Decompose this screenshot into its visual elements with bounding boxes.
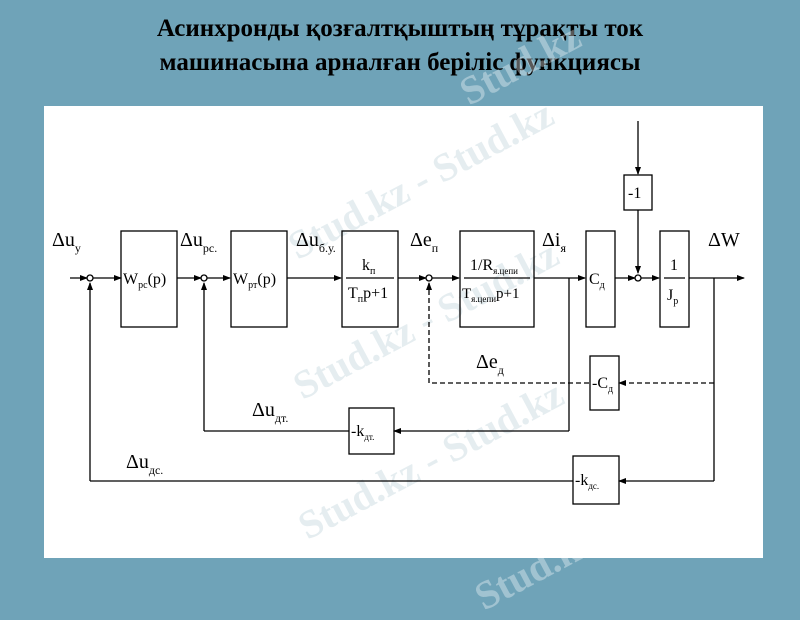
block-converter-den: Tпp+1 [348,285,388,305]
block-neg-kdt [348,407,395,455]
block-neg-kdc [572,455,620,505]
sum-junction-4 [634,274,642,282]
block-wpt-label: Wрт(p) [233,271,276,291]
block-diagram: Δuу Δuрс. Δuб.у. Δeп Δiя ΔW Δeд Δuдт. Δu… [52,121,745,505]
label-di-y: Δiя [542,229,566,255]
block-cd [585,230,616,328]
slide-title: Асинхронды қозғалтқыштың тұрақты ток маш… [0,12,800,80]
block-neg-kdc-label: -kдс. [575,472,599,491]
block-wpc-label: Wрс(p) [123,271,166,291]
label-du-dt: Δuдт. [252,399,288,425]
block-cd-label: Cд [589,271,605,291]
label-dw: ΔW [708,229,740,251]
sum-junction-2 [200,274,208,282]
label-du-by: Δuб.у. [296,229,336,255]
label-de-d: Δeд [476,351,504,377]
block-armature-num: 1/Rя.цепи [470,257,518,276]
block-mechanical-den: Jр [667,287,678,307]
block-neg-cd-label: -Cд [592,375,613,395]
block-neg-kdt-label: -kдт. [351,423,374,442]
block-converter [341,230,399,328]
block-mechanical [659,230,690,328]
block-wpt [230,230,288,328]
title-line-2: машинасына арналған беріліс функциясы [159,49,641,76]
title-line-1: Асинхронды қозғалтқыштың тұрақты ток [156,15,644,42]
label-du-y: Δuу [52,229,81,255]
label-de-n: Δeп [410,229,439,255]
block-minus-one-label: -1 [628,185,641,202]
block-armature [459,230,535,328]
block-mechanical-num: 1 [670,257,678,274]
block-wpc [120,230,178,328]
block-converter-num: kп [362,257,376,277]
sum-junction-1 [86,274,94,282]
block-neg-cd [589,355,620,411]
label-du-pc: Δuрс. [180,229,217,255]
sum-junction-3 [425,274,433,282]
block-armature-den: Tя.цепиp+1 [462,286,519,304]
block-minus-one [623,174,653,211]
label-du-dc: Δuдс. [126,451,163,477]
diagram-panel: Stud.kz - Stud.kz Stud.kz - Stud.kz Stud… [44,91,763,558]
